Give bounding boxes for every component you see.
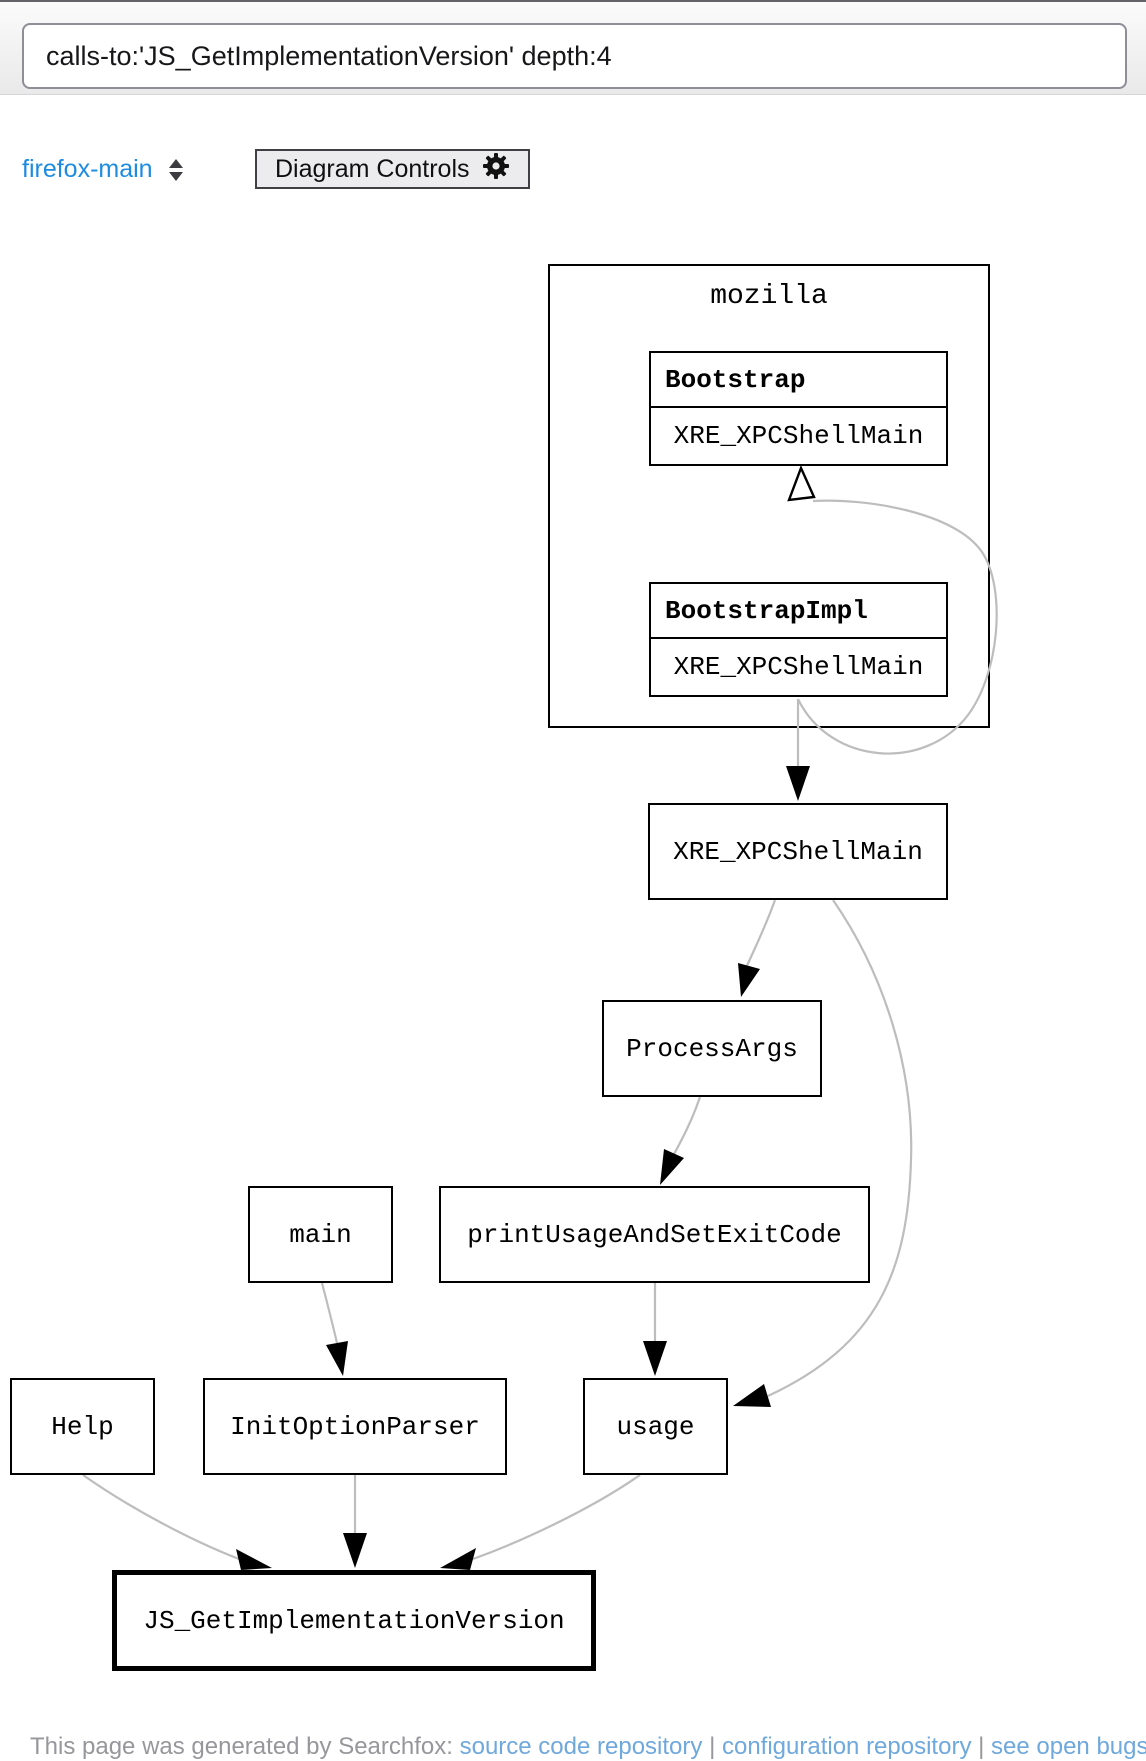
arrowhead-solid [326, 1341, 348, 1376]
arrowhead-solid [343, 1533, 367, 1568]
edge-xre-to-processargs [744, 899, 777, 969]
footer-link-config[interactable]: configuration repository [721, 1733, 972, 1760]
node-bootstrapimpl-method[interactable]: XRE_XPCShellMain [673, 652, 924, 682]
diagram-controls-label: Diagram Controls [275, 154, 470, 183]
search-header [0, 0, 1146, 95]
footer-link-source[interactable]: source code repository [459, 1733, 703, 1760]
select-arrows-icon [168, 158, 183, 181]
cluster-mozilla [548, 264, 990, 728]
node-initoptionparser[interactable]: InitOptionParser [203, 1378, 507, 1475]
arrowhead-solid [738, 963, 760, 997]
search-input[interactable] [22, 23, 1127, 89]
footer-text: This page was generated by Searchfox: [30, 1733, 453, 1760]
node-main[interactable]: main [248, 1186, 393, 1283]
footer-link-bugs[interactable]: see open bugs [991, 1733, 1146, 1760]
arrowhead-hollow [787, 464, 816, 502]
node-bootstrap-class[interactable]: Bootstrap [651, 353, 946, 408]
node-processargs[interactable]: ProcessArgs [602, 1000, 822, 1097]
footer-separator: | [709, 1733, 716, 1760]
edge-processargs-to-printusage [673, 1096, 702, 1155]
edge-bootstrapimpl-to-bootstrap [797, 499, 998, 755]
footer: This page was generated by Searchfox: so… [30, 1733, 1146, 1761]
arrowhead-solid [660, 1149, 684, 1185]
node-xre-xpcshellmain[interactable]: XRE_XPCShellMain [648, 803, 948, 900]
tree-selector[interactable]: firefox-main [22, 155, 183, 184]
arrowhead-solid [236, 1549, 272, 1570]
arrowhead-solid [733, 1384, 771, 1407]
diagram-controls-button[interactable]: Diagram Controls [255, 149, 530, 189]
edge-main-to-initopt [320, 1282, 339, 1344]
arrowhead-solid [786, 766, 810, 801]
node-help[interactable]: Help [10, 1378, 155, 1475]
node-bootstrapimpl-class[interactable]: BootstrapImpl [651, 584, 946, 639]
arrowhead-solid [643, 1341, 667, 1376]
arrowhead-solid [440, 1548, 476, 1570]
node-usage[interactable]: usage [583, 1378, 728, 1475]
gear-icon [482, 152, 510, 187]
node-bootstrapimpl[interactable]: BootstrapImpl XRE_XPCShellMain [649, 582, 948, 697]
tree-selector-value: firefox-main [22, 155, 153, 183]
edge-help-to-js [82, 1474, 240, 1561]
edge-usage-to-js [472, 1474, 641, 1561]
toolbar: firefox-main Diagram Controls [0, 103, 1146, 203]
node-printusageandsetexitcode[interactable]: printUsageAndSetExitCode [439, 1186, 870, 1283]
cluster-mozilla-label: mozilla [710, 281, 828, 312]
node-js-getimplementationversion[interactable]: JS_GetImplementationVersion [112, 1570, 596, 1671]
edge-xre-to-usage [767, 899, 913, 1397]
node-bootstrap[interactable]: Bootstrap XRE_XPCShellMain [649, 351, 948, 466]
footer-separator: | [978, 1733, 985, 1760]
node-bootstrap-method[interactable]: XRE_XPCShellMain [673, 421, 924, 451]
